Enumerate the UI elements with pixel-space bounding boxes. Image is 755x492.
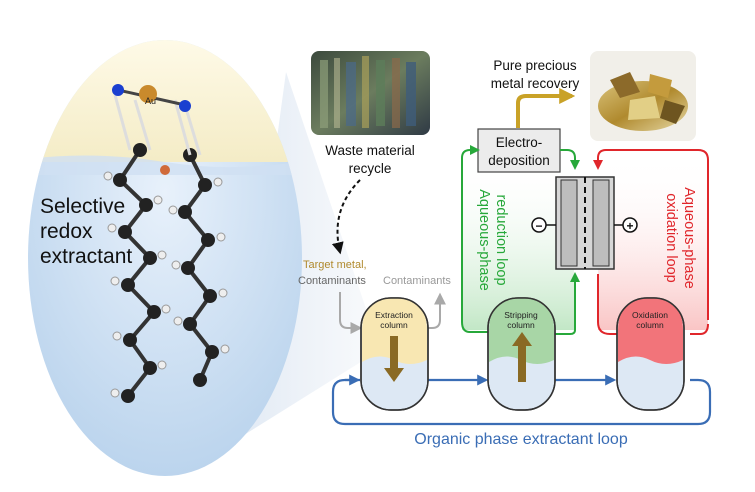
- waste-photo: [311, 51, 430, 135]
- contaminants-out-label: Contaminants: [383, 275, 451, 287]
- extractant-label-line3: extractant: [40, 245, 132, 268]
- molecule-bubble: Au Selective redox extractant: [28, 40, 302, 476]
- oxidation-column-line1: Oxidation: [632, 310, 668, 320]
- organic-loop-outer: [331, 378, 712, 426]
- extraction-column: [360, 297, 429, 411]
- feed-inlet-arrow: [339, 292, 363, 334]
- gold-photo: [590, 51, 696, 141]
- oxidation-column: [616, 297, 685, 411]
- waste-label-line1: Waste material: [325, 143, 415, 158]
- reduction-label-line1: Aqueous-phase: [476, 189, 492, 291]
- stripping-column-line1: Stripping: [504, 310, 538, 320]
- waste-arrow: [331, 179, 361, 255]
- au-label: Au: [145, 96, 156, 106]
- extractant-label-line1: Selective: [40, 195, 125, 218]
- oxidation-loop-line-down: [597, 274, 627, 339]
- extractant-chain-left: [103, 143, 171, 403]
- reduction-loop-line-bottom: [552, 329, 576, 335]
- oxidation-loop-line-top: [593, 149, 709, 320]
- recovery-arrow: [516, 88, 576, 128]
- oxidation-loop-line-return: [690, 323, 709, 335]
- extractant-chain-right: [168, 148, 230, 387]
- reduction-loop-line-top: [560, 149, 580, 170]
- organic-loop-label: Organic phase extractant loop: [414, 431, 628, 448]
- gold-complex: [112, 84, 202, 175]
- contaminants-in-label: Contaminants: [298, 275, 366, 287]
- cathode-sign: −: [535, 219, 542, 233]
- extraction-column-line1: Extraction: [375, 310, 413, 320]
- anode-sign: +: [626, 219, 633, 233]
- extraction-column-line2: column: [380, 320, 408, 330]
- oxidation-label-line1: Aqueous-phase: [681, 187, 697, 289]
- waste-label-line2: recycle: [349, 161, 392, 176]
- stripping-column: [487, 297, 556, 411]
- target-metal-label: Target metal,: [303, 259, 367, 271]
- stripping-column-line2: column: [507, 320, 535, 330]
- recovery-label-line2: metal recovery: [491, 76, 580, 91]
- extractant-label-line2: redox: [40, 220, 93, 243]
- electrochemical-cell: [555, 176, 615, 270]
- electrodeposition-line1: Electro-: [496, 135, 543, 150]
- contaminants-outlet-arrow: [425, 292, 446, 329]
- electrodeposition-line2: deposition: [488, 153, 550, 168]
- oxidation-column-line2: column: [636, 320, 664, 330]
- recovery-label-line1: Pure precious: [493, 58, 577, 73]
- oxidation-label-line2: oxidation loop: [663, 193, 679, 283]
- reduction-label-line2: reduction loop: [493, 194, 509, 285]
